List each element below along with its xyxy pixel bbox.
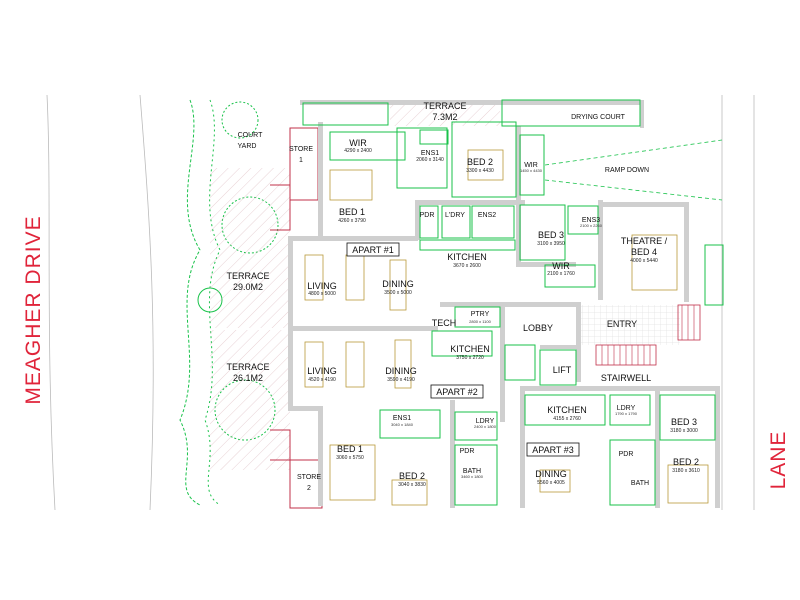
steps-top [270, 184, 291, 231]
room-theatre-line2: BED 4 [631, 247, 657, 257]
room-living-mid: LIVING [307, 366, 337, 376]
room-wir-top-dim: 4290 x 2400 [344, 148, 372, 154]
room-kitchen-top-dim: 3670 x 2600 [453, 263, 481, 269]
entry-paving [580, 305, 680, 345]
room-dining-mid-dim: 3590 x 4190 [387, 377, 415, 383]
room-bed1-bottom-dim: 3060 x 5750 [336, 455, 364, 461]
room-court-yard-line2: YARD [238, 143, 257, 150]
room-pdr-bottom-2: PDR [619, 451, 634, 458]
room-bed2-bottom-dim: 3040 x 3830 [398, 482, 426, 488]
room-ens1-bottom-dim: 3040 x 1840 [391, 422, 414, 427]
terrace-left-1-hatch [210, 168, 290, 328]
room-dining-top-dim: 3500 x 5000 [384, 290, 412, 296]
room-ldry-bottom: LDRY [476, 418, 495, 425]
room-bed1-bottom: BED 1 [337, 444, 363, 454]
room-wir-mid: WIR [552, 261, 570, 271]
room-ens3: ENS3 [582, 217, 600, 224]
room-store-1-line2: 1 [299, 157, 303, 164]
room-ptry: PTRY [471, 311, 490, 318]
room-store-2-line2: 2 [307, 485, 311, 492]
street-label-lane: LANE [767, 431, 790, 490]
room-drying-court: DRYING COURT [571, 114, 626, 121]
room-theatre-line1: THEATRE / [621, 236, 668, 246]
room-bed3-bottom-dim: 3180 x 3000 [670, 428, 698, 434]
room-living-top-dim: 4800 x 5000 [308, 291, 336, 297]
room-lift: LIFT [553, 365, 572, 375]
room-ramp-down: RAMP DOWN [605, 167, 649, 174]
street-label-meagher-drive: MEAGHER DRIVE [22, 215, 45, 404]
room-kitchen-bottom: KITCHEN [547, 405, 587, 415]
room-terrace-left-2-area: 26.1M2 [233, 373, 263, 383]
apartment-tag-1: APART #1 [346, 242, 400, 257]
room-ens1-top: ENS1 [421, 150, 439, 157]
room-wir-top: WIR [349, 138, 367, 148]
room-bed1-top: BED 1 [339, 207, 365, 217]
room-terrace-top-area: 7.3M2 [432, 112, 457, 122]
room-store-1-line1: STORE [289, 146, 313, 153]
room-ldry-bottom-2-dim: 1790 x 1790 [615, 411, 638, 416]
room-entry: ENTRY [607, 319, 637, 329]
store-2-outline [289, 459, 323, 509]
room-ens1-top-dim: 2060 x 3140 [416, 157, 444, 163]
room-store-2-line1: STORE [297, 474, 321, 481]
room-pdr-top: PDR [420, 212, 435, 219]
ramp [544, 139, 723, 201]
room-pdr-bottom: PDR [460, 448, 475, 455]
room-wir-small-dim: 1450 x 4430 [520, 168, 543, 173]
room-ldry-bottom-dim: 2400 x 1800 [474, 424, 497, 429]
room-stairwell: STAIRWELL [601, 373, 651, 383]
room-bed2-bottom-2-dim: 3180 x 3610 [672, 468, 700, 474]
room-living-mid-dim: 4520 x 4190 [308, 377, 336, 383]
room-dining-mid: DINING [385, 366, 417, 376]
room-bath-bottom-2: BATH [631, 480, 649, 487]
room-kitchen-top: KITCHEN [447, 252, 487, 262]
room-theatre-dim: 4000 x 5440 [630, 258, 658, 264]
room-bed2-top-dim: 3300 x 4430 [466, 168, 494, 174]
room-dining-bottom-dim: 5560 x 4005 [537, 480, 565, 486]
room-terrace-top: TERRACE [423, 101, 466, 111]
room-dining-bottom: DINING [535, 469, 567, 479]
room-ens2: ENS2 [478, 212, 496, 219]
room-ens3-dim: 2100 x 2260 [580, 223, 603, 228]
street-edges [46, 94, 755, 511]
room-bed2-bottom: BED 2 [399, 471, 425, 481]
room-bed3-top-dim: 3100 x 3950 [537, 241, 565, 247]
room-tech: TECH [432, 318, 457, 328]
room-bed3-top: BED 3 [538, 230, 564, 240]
steps-bottom [270, 429, 291, 461]
room-court-yard-line1: COURT [238, 132, 263, 139]
room-lobby: LOBBY [523, 323, 553, 333]
room-bath-bottom-dim: 3460 x 1800 [461, 474, 484, 479]
room-wir-mid-dim: 2100 x 1760 [547, 271, 575, 277]
apartment-1-label: APART #1 [352, 245, 394, 255]
room-terrace-left-1: TERRACE [226, 271, 269, 281]
room-bed1-top-dim: 4260 x 3790 [338, 218, 366, 224]
furniture [304, 149, 709, 506]
store-1-outline [289, 127, 319, 201]
apartment-tag-3: APART #3 [526, 442, 580, 457]
fixtures [302, 99, 724, 506]
room-bed2-bottom-2: BED 2 [673, 457, 699, 467]
apartment-3-label: APART #3 [532, 445, 574, 455]
room-kitchen-bottom-dim: 4155 x 2760 [553, 416, 581, 422]
apartment-2-label: APART #2 [436, 387, 478, 397]
room-bed2-top: BED 2 [467, 157, 493, 167]
terrace-left-2-hatch [210, 330, 290, 470]
stairwell-steps [595, 304, 701, 366]
room-ens1-bottom: ENS1 [393, 415, 411, 422]
room-kitchen-mid: KITCHEN [450, 344, 490, 354]
apartment-tag-2: APART #2 [430, 384, 484, 399]
room-ldry-bottom-2: LDRY [617, 405, 636, 412]
room-terrace-left-1-area: 29.0M2 [233, 282, 263, 292]
room-ptry-dim: 2800 x 1100 [469, 319, 491, 324]
room-ldry-top: L'DRY [445, 212, 465, 219]
room-living-top: LIVING [307, 281, 337, 291]
room-wir-small: WIR [524, 162, 538, 169]
room-bath-bottom: BATH [463, 468, 481, 475]
room-bed3-bottom: BED 3 [671, 417, 697, 427]
room-dining-top: DINING [382, 279, 414, 289]
room-kitchen-mid-dim: 3750 x 2720 [456, 355, 484, 361]
room-terrace-left-2: TERRACE [226, 362, 269, 372]
